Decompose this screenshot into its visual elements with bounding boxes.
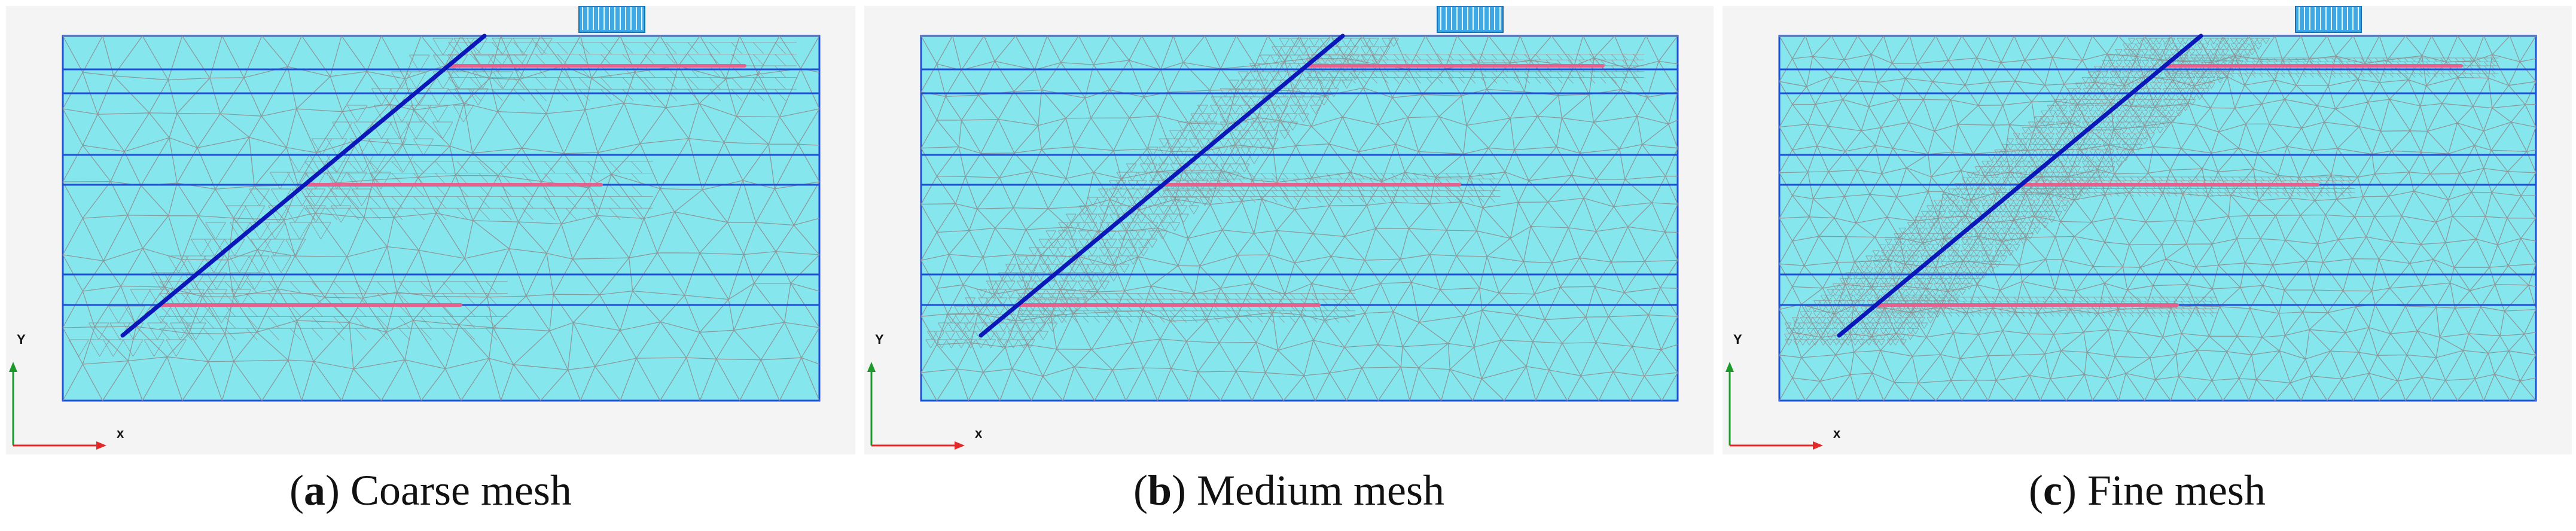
caption-text: Coarse mesh [350, 466, 572, 514]
coarse-elements [62, 35, 820, 401]
slope-line [120, 33, 487, 338]
load-block [1437, 6, 1504, 33]
load-block [578, 6, 645, 33]
viewport-coarse: Y x [6, 6, 855, 454]
load-block [2295, 6, 2362, 33]
x-axis-label: x [117, 426, 124, 441]
mesh-drawing-coarse [62, 6, 821, 402]
y-axis-label: Y [875, 332, 884, 347]
x-axis-label: x [975, 426, 983, 441]
mesh-canvas-coarse: Y x [9, 6, 821, 450]
viewport-fine: Y x [1723, 6, 2572, 454]
mesh-canvas-medium: Y x [867, 6, 1679, 450]
slope-line [1837, 33, 2203, 338]
axis-icon [9, 362, 106, 450]
panel-coarse: Y x (a) Coarse mesh [6, 0, 855, 531]
caption-letter: a [304, 466, 326, 514]
caption-letter: c [2043, 466, 2062, 514]
y-axis-arrow [1726, 362, 1734, 372]
axis-icon [867, 362, 965, 450]
caption-text: Medium mesh [1197, 466, 1444, 514]
refined-elements [1784, 38, 2499, 346]
caption-coarse: (a) Coarse mesh [289, 466, 572, 514]
x-axis-label: x [1833, 426, 1841, 441]
soil-domain [62, 35, 821, 402]
y-axis-arrow [9, 362, 17, 372]
y-axis-label: Y [17, 332, 26, 347]
caption-medium: (b) Medium mesh [1133, 466, 1444, 514]
refined-mesh [1784, 38, 2499, 346]
y-axis-label: Y [1733, 332, 1742, 347]
surface-load [1437, 6, 1504, 33]
surface-load [578, 6, 645, 33]
y-axis-arrow [867, 362, 876, 372]
caption-fine: (c) Fine mesh [2029, 466, 2266, 514]
coarse-elements [1779, 35, 2537, 401]
triangle-mesh [1779, 35, 2537, 401]
viewport-medium: Y x [864, 6, 1714, 454]
x-axis-arrow [955, 441, 965, 450]
axis-icon [1726, 362, 1823, 450]
caption-text: Fine mesh [2087, 466, 2266, 514]
slope-line [978, 33, 1345, 338]
panel-medium: Y x (b) Medium mesh [864, 0, 1714, 531]
surface-load [2295, 6, 2362, 33]
x-axis-arrow [1813, 441, 1823, 450]
caption-letter: b [1147, 466, 1172, 514]
mesh-drawing-fine [1778, 6, 2537, 402]
x-axis-arrow [96, 441, 106, 450]
triangle-mesh [62, 35, 820, 401]
mesh-drawing-medium [920, 6, 1679, 402]
panel-fine: Y x (c) Fine mesh [1723, 0, 2572, 531]
mesh-canvas-fine: Y x [1726, 6, 2537, 450]
